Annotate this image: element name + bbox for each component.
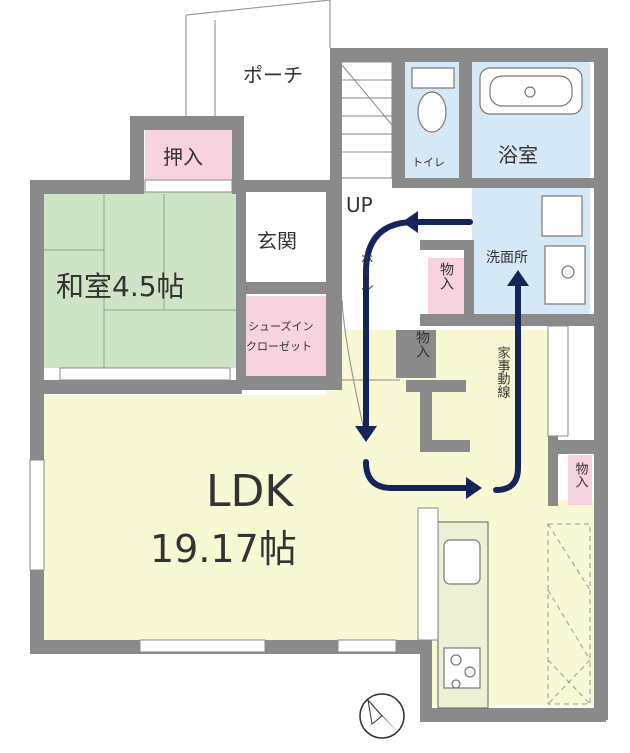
senmen-label: 洗面所 — [486, 250, 528, 266]
ldk-label: LDK — [206, 466, 294, 517]
arrow-heads — [355, 211, 529, 499]
genkan-label: 玄関 — [257, 229, 297, 253]
washitsu-floor — [44, 192, 236, 368]
up-label: UP — [346, 193, 373, 217]
toilet-fixture — [411, 67, 455, 133]
bathtub — [479, 67, 583, 115]
windows — [29, 179, 569, 653]
ldk-floor — [44, 395, 420, 640]
oshiire-label: 押入 — [163, 145, 203, 169]
north-compass-icon — [359, 693, 405, 739]
kitchen-floor-right — [548, 500, 594, 705]
pantry-dashed — [547, 523, 591, 705]
porch-label: ポーチ — [243, 63, 303, 87]
bath-label: 浴室 — [498, 143, 538, 167]
mono3-floor — [568, 455, 592, 505]
washbasin — [541, 195, 586, 305]
walls — [30, 48, 608, 722]
washitsu-label: 和室4.5帖 — [56, 270, 185, 303]
porch-outline — [185, 0, 331, 116]
kaji-label: 家事動線 — [495, 345, 511, 398]
mono1-label: 物入 — [438, 262, 454, 290]
shoes-label-2: クローゼット — [246, 340, 312, 353]
kitchen-counter — [437, 521, 489, 709]
shoes-label-1: シューズイン — [248, 319, 313, 333]
mono2-label: 物入 — [414, 330, 430, 358]
staircase — [341, 61, 400, 431]
mono3-label: 物入 — [573, 462, 589, 488]
mono1-floor — [428, 258, 464, 316]
oshiire-floor — [145, 130, 232, 182]
toilet-label: トイレ — [412, 156, 445, 169]
tatami-lines — [44, 194, 236, 368]
ldk-size-label: 19.17帖 — [150, 527, 297, 571]
hall-label: ホール — [358, 252, 373, 291]
shoes-closet-floor — [243, 296, 327, 376]
